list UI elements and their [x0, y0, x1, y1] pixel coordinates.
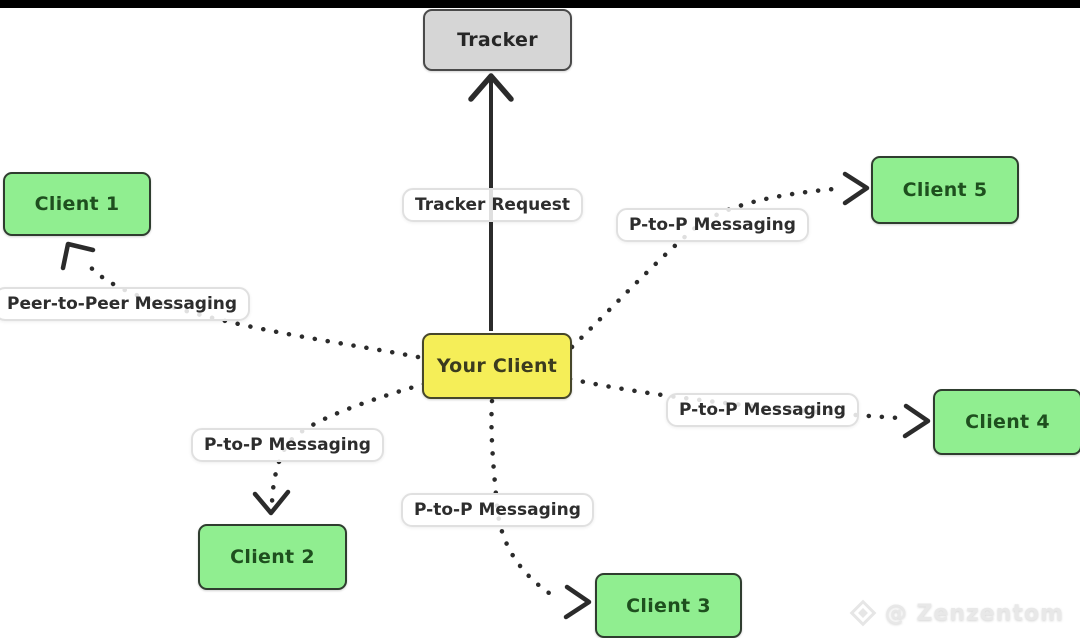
edge-client3-arrowhead: [563, 584, 592, 620]
edge-client2-arrowhead: [252, 489, 291, 516]
edge-client2-line: [269, 381, 427, 506]
edge-label-tracker-request: Tracker Request: [402, 188, 584, 222]
edge-client1-arrowhead: [60, 241, 96, 271]
edge-client5-arrowhead: [842, 171, 870, 206]
node-your-client-label: Your Client: [436, 355, 558, 377]
node-tracker: Tracker: [423, 9, 572, 71]
edge-label-ptop-client4: P-to-P Messaging: [666, 393, 859, 427]
edge-label-ptop-client5: P-to-P Messaging: [616, 208, 809, 242]
node-client-4-label: Client 4: [965, 411, 1050, 433]
node-client-3-label: Client 3: [626, 594, 711, 617]
watermark-text: @ Zenzentom: [884, 600, 1064, 626]
node-client-5-label: Client 5: [902, 179, 988, 201]
node-client-5: Client 5: [871, 156, 1019, 224]
node-tracker-label: Tracker: [457, 29, 538, 51]
watermark: @ Zenzentom: [848, 598, 1064, 628]
edge-client4-arrowhead: [902, 403, 931, 439]
node-client-1: Client 1: [3, 172, 151, 236]
edge-tracker-arrowhead: [468, 73, 514, 102]
edge-label-ptop-client3: P-to-P Messaging: [401, 493, 594, 527]
node-client-4: Client 4: [933, 389, 1080, 455]
watermark-logo-icon: [849, 599, 877, 627]
node-client-1-label: Client 1: [34, 193, 120, 215]
letterbox-top-bar: [0, 0, 1080, 8]
edge-label-ptop-client2: P-to-P Messaging: [191, 428, 384, 462]
edge-label-peer-to-peer-messaging: Peer-to-Peer Messaging: [0, 287, 251, 321]
node-your-client: Your Client: [422, 333, 572, 399]
node-client-3: Client 3: [595, 573, 742, 638]
node-client-2: Client 2: [198, 524, 347, 590]
node-client-2-label: Client 2: [230, 546, 315, 568]
